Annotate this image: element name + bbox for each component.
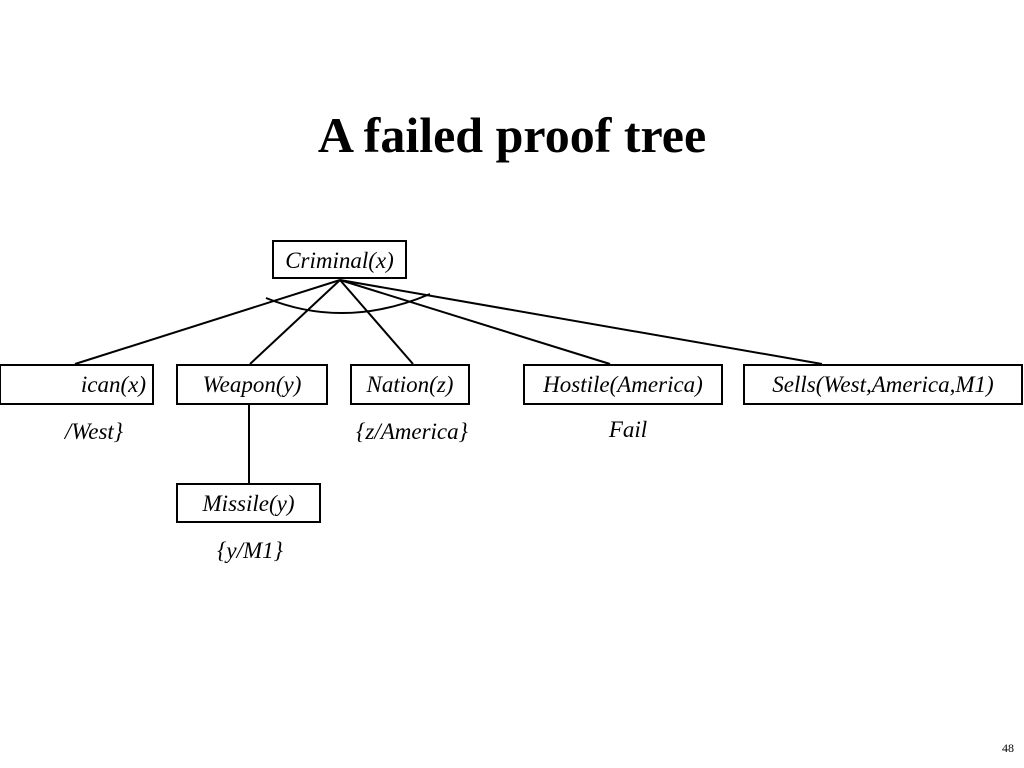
node-sells: Sells(West,America,M1) [743, 364, 1023, 405]
node-nation: Nation(z) [350, 364, 470, 405]
missile-substitution: {y/M1} [217, 538, 283, 563]
american-substitution: /West} [63, 419, 123, 444]
page-number: 48 [1002, 741, 1014, 755]
node-missile: Missile(y) [176, 483, 321, 523]
node-sells-label: Sells(West,America,M1) [772, 372, 993, 397]
node-criminal: Criminal(x) [272, 240, 407, 279]
node-nation-label: Nation(z) [366, 372, 454, 397]
node-american-label: ican(x) [81, 372, 146, 397]
hostile-fail-label: Fail [608, 417, 647, 442]
edge-root-to-nation [339, 279, 414, 365]
node-weapon: Weapon(y) [176, 364, 328, 405]
and-arc [265, 293, 431, 314]
node-hostile: Hostile(America) [523, 364, 723, 405]
edge-root-to-american [74, 279, 341, 365]
node-hostile-label: Hostile(America) [542, 372, 703, 397]
edge-root-to-weapon [249, 279, 341, 365]
slide-title: A failed proof tree [317, 107, 707, 163]
node-american: ican(x) [0, 364, 154, 405]
node-weapon-label: Weapon(y) [203, 372, 302, 397]
edge-root-to-sells [339, 279, 823, 365]
node-criminal-label: Criminal(x) [285, 248, 394, 273]
node-missile-label: Missile(y) [202, 491, 295, 516]
edge-root-to-hostile [339, 279, 611, 365]
nation-substitution: {z/America} [356, 419, 468, 444]
